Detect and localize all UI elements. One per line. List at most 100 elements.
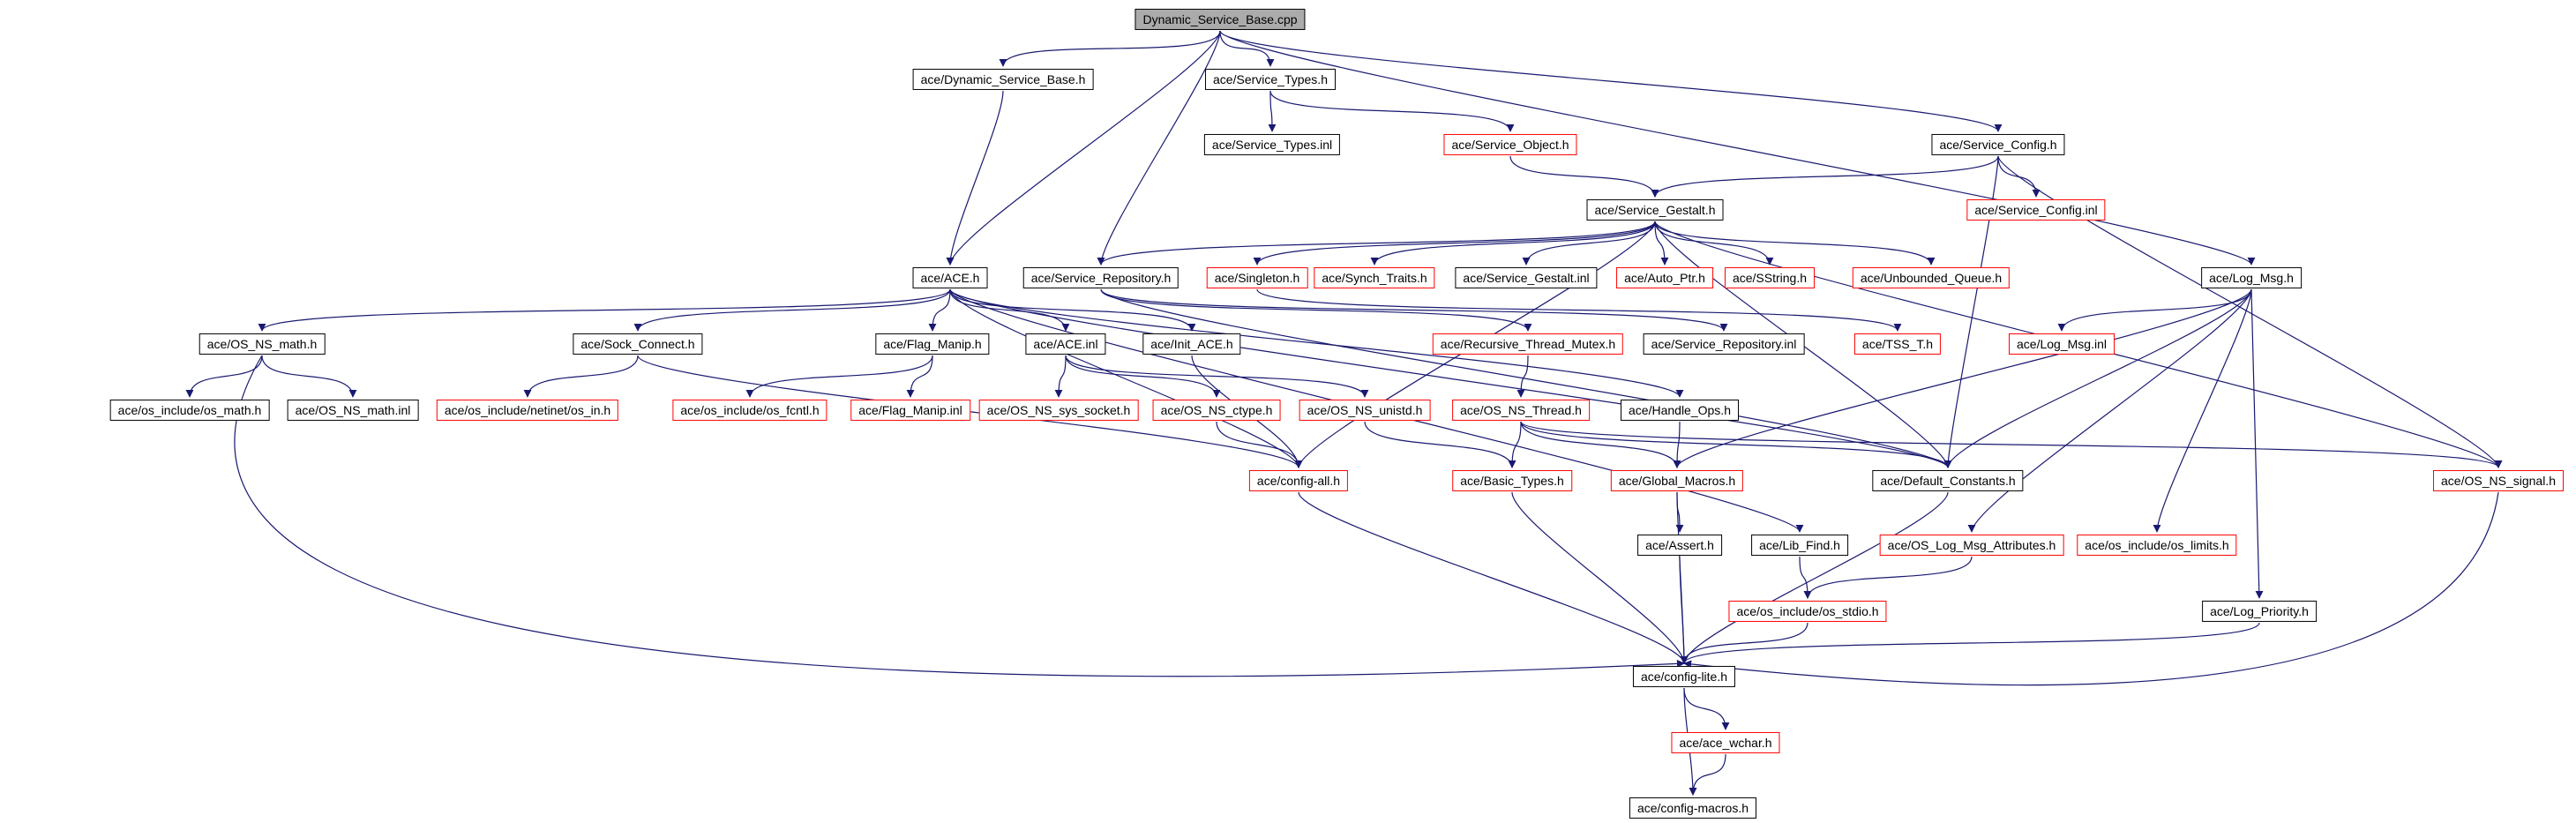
edge-ace_inl-to-os_ns_unistd_h — [1065, 355, 1369, 398]
edge-ace_wchar_h-to-config_macros_h — [1689, 753, 1726, 796]
edge-service_config_h-to-service_config_inl — [1997, 155, 2041, 198]
node-service_config_h[interactable]: ace/Service_Config.h — [1931, 133, 2065, 156]
edge-os_ns_math_h-to-os_ns_math_inl — [261, 355, 357, 398]
node-os_ns_math_h[interactable]: ace/OS_NS_math.h — [198, 333, 326, 355]
edge-service_repository_h-to-default_constants_h — [1100, 288, 1952, 468]
edge-log_msg_h-to-log_msg_inl — [2057, 288, 2252, 332]
node-log_msg_inl[interactable]: ace/Log_Msg.inl — [2009, 333, 2115, 355]
edge-handle_ops_h-to-global_macros_h — [1673, 421, 1681, 468]
node-log_priority_h[interactable]: ace/Log_Priority.h — [2202, 600, 2317, 623]
edge-ace_inl-to-os_ns_sys_socket_h — [1054, 355, 1067, 398]
node-basic_types_h[interactable]: ace/Basic_Types.h — [1452, 469, 1572, 492]
node-config_all_h[interactable]: ace/config-all.h — [1248, 469, 1349, 492]
edge-log_msg_h-to-log_priority_h — [2250, 288, 2264, 599]
node-os_ns_math_inl[interactable]: ace/OS_NS_math.inl — [287, 399, 419, 422]
edge-flag_manip_h-to-flag_manip_inl — [906, 355, 933, 398]
edge-assert_h-to-config_lite_h — [1679, 556, 1689, 664]
node-os_ns_signal_h[interactable]: ace/OS_NS_signal.h — [2433, 469, 2564, 492]
edge-singleton_h-to-tss_t_h — [1256, 288, 1902, 332]
node-os_ns_thread_h[interactable]: ace/OS_NS_Thread.h — [1452, 399, 1590, 422]
edge-service_repository_h-to-recursive_thread_mutex_h — [1100, 288, 1532, 332]
edge-service_gestalt_h-to-sstring_h — [1654, 221, 1774, 266]
node-auto_ptr_h[interactable]: ace/Auto_Ptr.h — [1616, 266, 1713, 289]
edge-basic_types_h-to-config_lite_h — [1511, 491, 1689, 664]
node-os_ns_sys_socket_h[interactable]: ace/OS_NS_sys_socket.h — [978, 399, 1139, 422]
edge-cpp-to-log_msg_h — [1219, 30, 2256, 266]
node-flag_manip_h[interactable]: ace/Flag_Manip.h — [875, 333, 990, 355]
edge-log_priority_h-to-config_lite_h — [1680, 622, 2260, 664]
edge-os_ns_thread_h-to-default_constants_h — [1520, 421, 1952, 468]
edge-service_object_h-to-service_gestalt_h — [1509, 155, 1659, 198]
node-config_lite_h[interactable]: ace/config-lite.h — [1632, 665, 1736, 688]
edge-ace_h-to-ace_inl — [949, 288, 1070, 332]
edge-default_constants_h-to-config_lite_h — [1680, 491, 1949, 664]
edge-service_gestalt_h-to-synch_traits_h — [1370, 221, 1656, 266]
node-singleton_h[interactable]: ace/Singleton.h — [1206, 266, 1308, 289]
node-handle_ops_h[interactable]: ace/Handle_Ops.h — [1621, 399, 1739, 422]
edge-config_lite_h-to-ace_wchar_h — [1683, 687, 1730, 730]
node-ace_h[interactable]: ace/ACE.h — [912, 266, 988, 289]
node-os_ns_unistd_h[interactable]: ace/OS_NS_unistd.h — [1299, 399, 1431, 422]
node-log_msg_h[interactable]: ace/Log_Msg.h — [2201, 266, 2302, 289]
node-ace_inl[interactable]: ace/ACE.inl — [1025, 333, 1106, 355]
edge-os_ns_math_h-to-config_lite_h — [234, 355, 1685, 677]
edge-cpp-to-service_repository_h — [1097, 30, 1221, 266]
edge-os_ns_math_h-to-os_math_h — [185, 355, 263, 398]
node-service_gestalt_inl[interactable]: ace/Service_Gestalt.inl — [1455, 266, 1598, 289]
node-service_config_inl[interactable]: ace/Service_Config.inl — [1966, 198, 2106, 221]
node-sstring_h[interactable]: ace/SString.h — [1724, 266, 1816, 289]
edge-flag_manip_h-to-os_fcntl_h — [745, 355, 933, 398]
node-tss_t_h[interactable]: ace/TSS_T.h — [1853, 333, 1942, 355]
node-cpp: Dynamic_Service_Base.cpp — [1134, 8, 1306, 31]
edge-service_gestalt_h-to-service_repository_h — [1097, 221, 1656, 266]
edge-cpp-to-ace_h — [946, 30, 1221, 266]
node-os_limits_h[interactable]: ace/os_include/os_limits.h — [2077, 534, 2237, 557]
edge-ace_inl-to-os_ns_ctype_h — [1065, 355, 1221, 398]
node-dsb_h[interactable]: ace/Dynamic_Service_Base.h — [912, 68, 1094, 91]
edge-recursive_thread_mutex_h-to-os_ns_thread_h — [1516, 355, 1529, 398]
edge-service_types_h-to-service_types_inl — [1268, 90, 1277, 132]
node-os_stdio_h[interactable]: ace/os_include/os_stdio.h — [1728, 600, 1887, 623]
edge-lib_find_h-to-os_stdio_h — [1799, 556, 1812, 599]
node-service_object_h[interactable]: ace/Service_Object.h — [1443, 133, 1577, 156]
node-service_repository_inl[interactable]: ace/Service_Repository.inl — [1643, 333, 1805, 355]
node-os_fcntl_h[interactable]: ace/os_include/os_fcntl.h — [672, 399, 827, 422]
node-os_in_h[interactable]: ace/os_include/netinet/os_in.h — [436, 399, 619, 422]
edge-sock_connect_h-to-os_in_h — [523, 355, 639, 398]
node-ace_wchar_h[interactable]: ace/ace_wchar.h — [1671, 731, 1780, 754]
node-service_gestalt_h[interactable]: ace/Service_Gestalt.h — [1586, 198, 1724, 221]
node-service_types_h[interactable]: ace/Service_Types.h — [1205, 68, 1336, 91]
edge-dsb_h-to-ace_h — [946, 90, 1004, 266]
edge-ace_h-to-os_ns_math_h — [258, 288, 951, 332]
node-synch_traits_h[interactable]: ace/Synch_Traits.h — [1314, 266, 1435, 289]
edge-service_gestalt_h-to-singleton_h — [1253, 221, 1656, 266]
edge-log_msg_h-to-os_limits_h — [2153, 288, 2252, 533]
edge-cpp-to-dsb_h — [999, 30, 1221, 67]
node-sock_connect_h[interactable]: ace/Sock_Connect.h — [573, 333, 703, 355]
edge-ace_h-to-default_constants_h — [949, 288, 1952, 468]
edge-ace_h-to-flag_manip_h — [928, 288, 951, 332]
node-service_types_inl[interactable]: ace/Service_Types.inl — [1203, 133, 1341, 156]
edge-ace_h-to-init_ace_h — [949, 288, 1196, 332]
node-os_log_msg_attributes_h[interactable]: ace/OS_Log_Msg_Attributes.h — [1879, 534, 2064, 557]
node-os_math_h[interactable]: ace/os_include/os_math.h — [109, 399, 270, 422]
node-default_constants_h[interactable]: ace/Default_Constants.h — [1872, 469, 2024, 492]
edge-os_ns_thread_h-to-global_macros_h — [1520, 421, 1681, 468]
node-recursive_thread_mutex_h[interactable]: ace/Recursive_Thread_Mutex.h — [1432, 333, 1624, 355]
edge-service_config_h-to-service_gestalt_h — [1651, 155, 1999, 198]
edge-os_ns_thread_h-to-basic_types_h — [1508, 421, 1522, 468]
edge-os_ns_unistd_h-to-basic_types_h — [1364, 421, 1516, 468]
node-init_ace_h[interactable]: ace/Init_ACE.h — [1142, 333, 1241, 355]
node-lib_find_h[interactable]: ace/Lib_Find.h — [1751, 534, 1848, 557]
node-global_macros_h[interactable]: ace/Global_Macros.h — [1610, 469, 1744, 492]
node-config_macros_h[interactable]: ace/config-macros.h — [1629, 797, 1757, 819]
node-unbounded_queue_h[interactable]: ace/Unbounded_Queue.h — [1852, 266, 2011, 289]
edge-service_repository_h-to-service_repository_inl — [1100, 288, 1728, 332]
edge-log_msg_h-to-default_constants_h — [1943, 288, 2252, 468]
node-assert_h[interactable]: ace/Assert.h — [1637, 534, 1722, 557]
edge-os_ns_signal_h-to-config_lite_h — [1683, 491, 2499, 686]
node-flag_manip_inl[interactable]: ace/Flag_Manip.inl — [850, 399, 970, 422]
node-service_repository_h[interactable]: ace/Service_Repository.h — [1022, 266, 1179, 289]
node-os_ns_ctype_h[interactable]: ace/OS_NS_ctype.h — [1152, 399, 1281, 422]
